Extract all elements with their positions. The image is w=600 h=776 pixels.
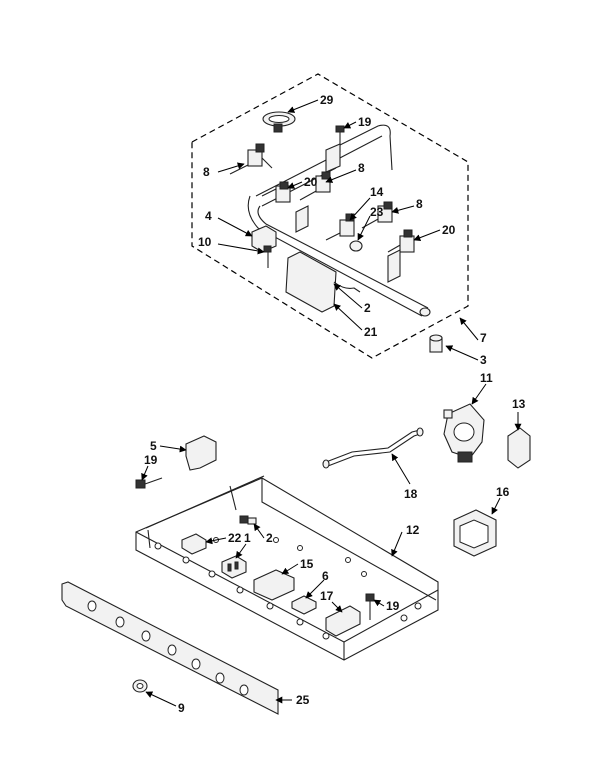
part-9-nut — [132, 679, 148, 693]
callout-14: 14 — [370, 185, 384, 199]
valve-14 — [325, 213, 355, 241]
callout-9: 9 — [178, 701, 185, 715]
leader-lines — [141, 99, 522, 707]
manifold-bracket — [325, 143, 341, 173]
part-12-base-pan — [135, 475, 439, 661]
valve-20-left — [261, 181, 291, 203]
callout-8-left: 8 — [203, 165, 210, 179]
part-1-block — [221, 555, 247, 579]
part-25-front-panel — [61, 581, 279, 715]
part-21-plate — [285, 251, 337, 313]
callout-21: 21 — [364, 325, 378, 339]
callout-labels: 29 19 8 8 20 14 23 8 4 20 10 2 21 7 3 11… — [144, 93, 526, 715]
part-3-fitting — [429, 334, 443, 353]
callout-16: 16 — [496, 485, 510, 499]
callout-19-right: 19 — [386, 599, 400, 613]
part-2-connector-lower — [239, 515, 257, 525]
part-19-screw-left — [135, 477, 163, 489]
valve-bracket-a — [295, 205, 309, 233]
callout-2-upper: 2 — [364, 301, 371, 315]
valve-20-right — [387, 229, 415, 283]
callout-8-mid: 8 — [358, 161, 365, 175]
part-17-bracket — [325, 605, 361, 637]
valve-8-left — [229, 143, 273, 175]
callout-10: 10 — [198, 235, 212, 249]
callout-15: 15 — [300, 557, 314, 571]
callout-23: 23 — [370, 205, 384, 219]
callout-22: 22 — [228, 531, 242, 545]
callout-25: 25 — [296, 693, 310, 707]
callout-19-left: 19 — [144, 453, 158, 467]
assembly-outline — [191, 73, 469, 359]
callout-17: 17 — [320, 589, 334, 603]
callout-7: 7 — [480, 331, 487, 345]
callout-19-top: 19 — [358, 115, 372, 129]
part-10-screw — [263, 245, 272, 268]
callout-4: 4 — [205, 209, 212, 223]
callout-13: 13 — [512, 397, 526, 411]
callout-11: 11 — [480, 371, 493, 385]
callout-3: 3 — [480, 353, 487, 367]
callout-5: 5 — [150, 439, 157, 453]
callout-6: 6 — [322, 569, 329, 583]
manifold-pipe — [247, 124, 431, 317]
callout-2-lower: 2 — [266, 531, 273, 545]
part-22-block — [181, 533, 207, 555]
part-11-regulator — [443, 403, 485, 463]
callout-1: 1 — [244, 531, 251, 545]
callout-8-right: 8 — [416, 197, 423, 211]
part-23-disc — [349, 240, 363, 252]
callout-20-right: 20 — [442, 223, 456, 237]
part-29-hanger — [262, 111, 296, 133]
part-19-screw-right — [365, 593, 375, 620]
callout-18: 18 — [404, 487, 418, 501]
part-15-module — [253, 569, 295, 601]
part-6-plate — [291, 595, 317, 615]
part-18-tube — [322, 427, 424, 469]
part-2-wire-upper — [333, 281, 361, 293]
callout-29: 29 — [320, 93, 334, 107]
callout-12: 12 — [406, 523, 420, 537]
callout-20-left: 20 — [304, 175, 318, 189]
part-5-bracket — [185, 435, 217, 471]
part-16-box — [453, 509, 497, 557]
valve-8-right — [361, 201, 393, 229]
part-13-bracket — [507, 427, 531, 469]
